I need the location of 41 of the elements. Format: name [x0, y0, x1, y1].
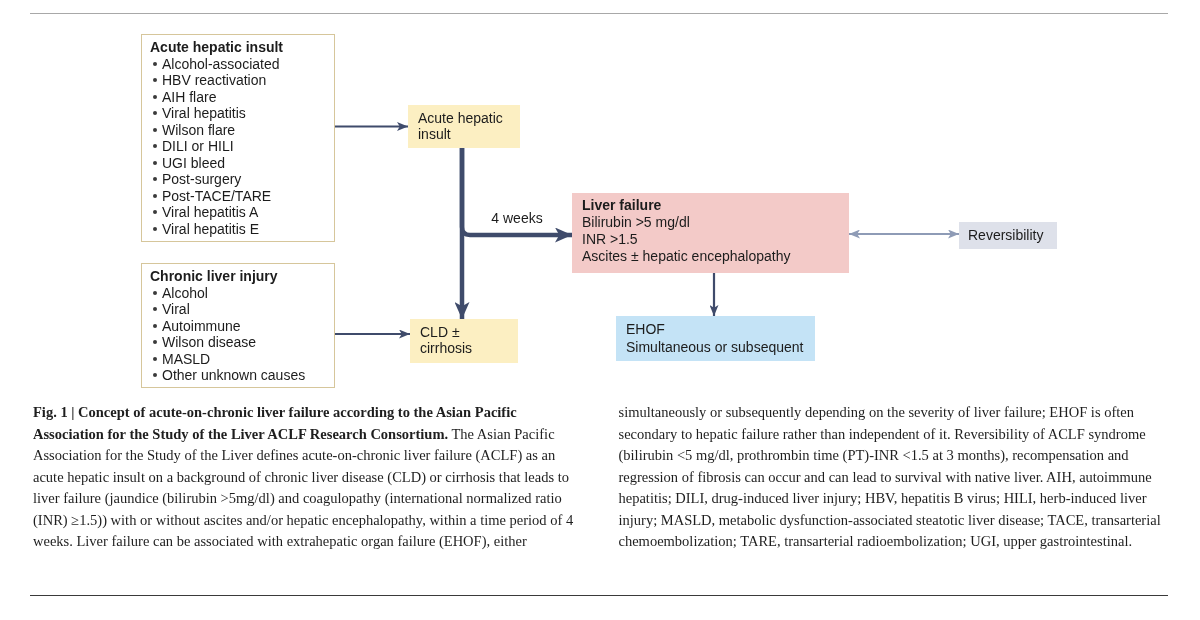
box-text: Bilirubin >5 mg/dl: [582, 214, 690, 231]
list-item: Viral hepatitis A: [162, 204, 259, 221]
list-item: Viral: [162, 301, 190, 318]
process-box: [410, 319, 518, 363]
list-item: DILI or HILI: [162, 138, 234, 155]
box-text: Reversibility: [968, 227, 1044, 244]
process-box: [408, 105, 520, 148]
box-text: INR >1.5: [582, 231, 638, 248]
list-item: Post-TACE/TARE: [162, 187, 272, 204]
list-item: MASLD: [162, 350, 211, 367]
box-text: Simultaneous or subsequent: [626, 338, 804, 356]
arrow: [459, 148, 572, 243]
process-box: [616, 316, 815, 361]
box-text: CLD ± cirrhosis: [420, 324, 474, 356]
list-item: Autoimmune: [162, 317, 241, 334]
list-item: Viral hepatitis: [162, 105, 246, 122]
box-heading: Chronic liver injury: [150, 268, 278, 285]
arrow: [335, 122, 408, 131]
list-item: Wilson disease: [162, 334, 257, 351]
list-item: Other unknown causes: [162, 367, 306, 384]
box-heading: Liver failure: [582, 197, 662, 214]
list-item: HBV reactivation: [162, 72, 267, 89]
box-text: Acute hepatic insult: [418, 110, 504, 142]
arrow: [335, 329, 410, 339]
list-item: Alcohol-associated: [162, 55, 280, 72]
outcome-box: [959, 222, 1057, 249]
list-item: Post-surgery: [162, 171, 242, 188]
list-item: UGI bleed: [162, 154, 226, 171]
list-item: AIH flare: [162, 88, 217, 105]
list-item: Alcohol: [162, 284, 208, 301]
figure-caption: Fig. 1 | Concept of acute-on-chronic liver failure according to the Asian Pacific Association for the Study of the Liver ACLF Research Consortium. The Asian Pacific Association for the Study of the Liver defines acute-on-chronic liver failure (ACLF) as an acute hepatic insult on a background of chronic liver disease (CLD) or cirrhosis that leads to liver failure (jaundice (bilirubin >5mg/dl) and coagulopathy (international normalized ratio (INR) ≥1.5)) with or without ascites and/or hepatic encephalopathy, within a time period of 4 weeks. Liver failure can be associated with extrahepatic organ failure (EHOF), either simultaneously or subsequently depending on the severity of liver failure; EHOF is often secondary to hepatic failure rather than independent of it. Reversibility of ACLF syndrome (bilirubin <5 mg/dl, prothrombin time (PT)-INR <1.5 at 3 months), recompensation and regression of fibrosis can occur and can lead to survival with native liver. AIH, autoimmune hepatitis; DILI, drug-induced liver injury; HBV, hepatitis B virus; HILI, herb-induced liver injury; MASLD, metabolic dysfunction-associated steatotic liver disease; TACE, transarterial chemoembolization; TARE, transarterial radioembolization; UGI, upper gastrointestinal.: [33, 403, 1162, 551]
list-box: [141, 263, 335, 388]
process-box: [572, 193, 849, 273]
list-item: Wilson flare: [162, 121, 236, 138]
double-headed-arrow: [849, 229, 959, 239]
box-text: EHOF: [626, 320, 665, 338]
box-text: Ascites ± hepatic encephalopathy: [582, 248, 791, 265]
list-box: [141, 34, 335, 242]
list-item: Viral hepatitis E: [162, 220, 259, 237]
box-heading: Acute hepatic insult: [150, 39, 284, 56]
arrow: [709, 273, 719, 316]
